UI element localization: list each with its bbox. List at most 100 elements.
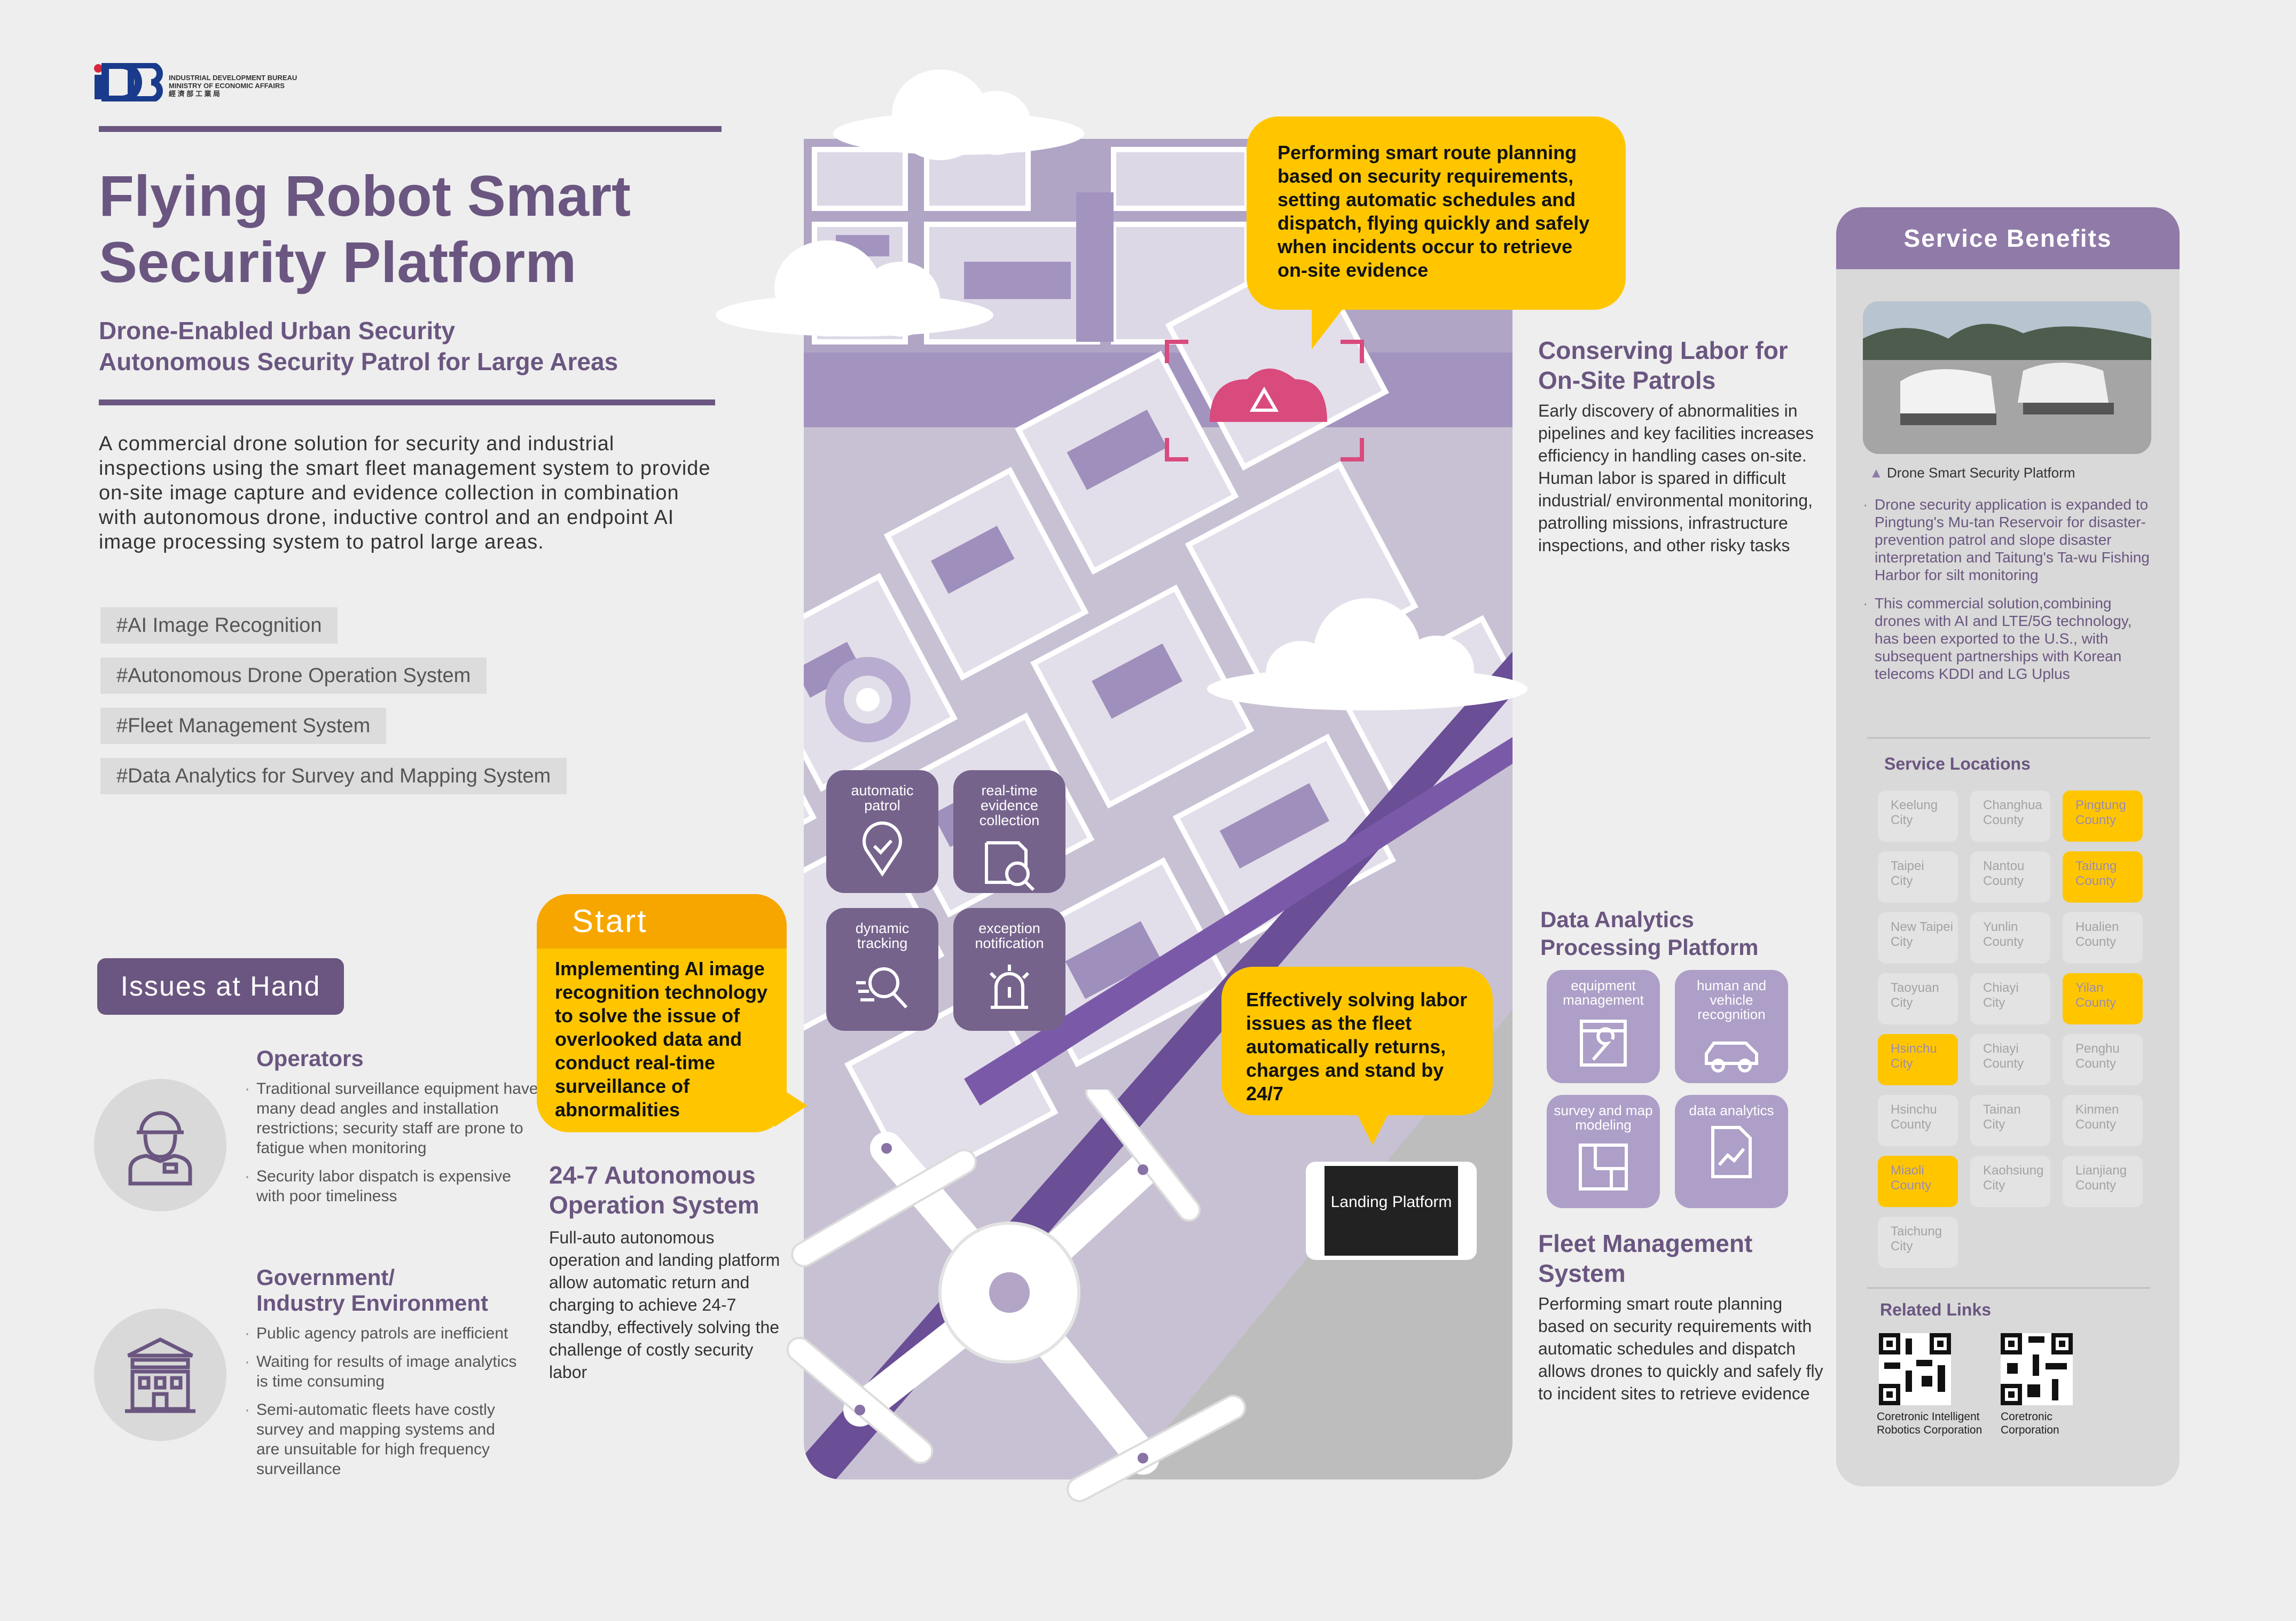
- location-name: Chiayi: [1983, 981, 2019, 995]
- feature-label: automatic patrol: [851, 782, 914, 813]
- mid-rule: [99, 400, 715, 405]
- fleet-heading-line-2: System: [1538, 1259, 1626, 1287]
- bubble-tail: [774, 1084, 808, 1127]
- location-name: Taichung: [1891, 1224, 1942, 1239]
- fleet-body: Performing smart route planning based on…: [1538, 1294, 1823, 1403]
- service-locations-heading: Service Locations: [1884, 754, 2031, 773]
- link-label-line-2: Corporation: [2001, 1424, 2059, 1436]
- benefit-bullet: Drone security application is expanded t…: [1863, 496, 2151, 584]
- location-name: Yunlin: [1983, 920, 2018, 934]
- alarm-siren-icon: [980, 958, 1039, 1017]
- operators-bullet: Traditional surveillance equipment have …: [245, 1079, 544, 1158]
- tag-fleet-management: #Fleet Management System: [100, 708, 387, 744]
- blueprint-icon: [1574, 1137, 1633, 1195]
- route-planning-bubble: Performing smart route planning based on…: [1247, 116, 1626, 310]
- location-name: Miaoli: [1891, 1163, 1924, 1178]
- tile-survey-map-modeling: survey and map modeling: [1547, 1095, 1660, 1208]
- autonomous-heading: 24-7 Autonomous Operation System: [549, 1160, 759, 1220]
- location-type: City: [1891, 813, 1913, 827]
- start-bubble: Start Implementing AI image recognition …: [537, 894, 787, 1132]
- data-analytics-heading-line-2: Processing Platform: [1540, 935, 1759, 960]
- location-name: Taoyuan: [1891, 981, 1939, 995]
- logo-line-2: MINISTRY OF ECONOMIC AFFAIRS: [169, 82, 285, 90]
- location-name: Hualien: [2075, 920, 2119, 934]
- feature-label: exception notification: [975, 920, 1044, 951]
- location-name: Nantou: [1983, 859, 2025, 873]
- start-label: Start: [537, 894, 787, 949]
- autonomous-heading-line-2: Operation System: [549, 1191, 759, 1219]
- page-title: Flying Robot Smart Security Platform: [99, 163, 713, 295]
- related-links-heading: Related Links: [1880, 1300, 1992, 1319]
- location-name: Taipei: [1891, 859, 1924, 873]
- location-type: County: [1891, 1178, 1932, 1193]
- feature-label: dynamic tracking: [855, 920, 910, 951]
- bubble-tail: [1312, 308, 1344, 349]
- location-name: Kinmen: [2075, 1102, 2119, 1117]
- location-name: Penghu: [2075, 1041, 2120, 1056]
- title-line-1: Flying Robot Smart: [99, 163, 631, 228]
- top-rule: [99, 126, 722, 132]
- location-name: Tainan: [1983, 1102, 2021, 1117]
- landing-platform-label: Landing Platform: [1330, 1193, 1452, 1211]
- fleet-heading-line-1: Fleet Management: [1538, 1230, 1753, 1257]
- location-type: County: [1983, 813, 2024, 827]
- location-type: County: [1983, 935, 2024, 949]
- cloud: [833, 69, 1084, 160]
- subtitle-line-1: Drone-Enabled Urban Security: [99, 317, 456, 344]
- photo-caption-text: Drone Smart Security Platform: [1886, 465, 2075, 481]
- qr-code-coretronic[interactable]: [2001, 1333, 2073, 1405]
- data-analytics-heading: Data Analytics Processing Platform: [1540, 906, 1758, 961]
- magnifier-motion-icon: [853, 958, 912, 1017]
- logo-line-1: INDUSTRIAL DEVELOPMENT BUREAU: [169, 74, 297, 82]
- page-subtitle: Drone-Enabled Urban Security Autonomous …: [99, 315, 618, 377]
- labor-bubble: Effectively solving labor issues as the …: [1221, 967, 1493, 1115]
- location-name: Chiayi: [1983, 1041, 2019, 1056]
- conserving-heading-line-2: On-Site Patrols: [1538, 366, 1716, 394]
- link-coretronic[interactable]: Coretronic Corporation: [2001, 1410, 2059, 1437]
- tag-autonomous-drone: #Autonomous Drone Operation System: [100, 657, 487, 694]
- qr-code-coretronic-robotics[interactable]: [1879, 1333, 1951, 1405]
- government-heading-line-1: Government/: [256, 1265, 395, 1290]
- title-line-2: Security Platform: [99, 230, 577, 294]
- document-magnifier-icon: [980, 835, 1039, 894]
- location-type: City: [1891, 935, 1913, 949]
- location-type: County: [2075, 996, 2117, 1010]
- tools-icon: [1574, 1012, 1633, 1070]
- cloud: [716, 235, 993, 336]
- data-analytics-heading-line-1: Data Analytics: [1540, 907, 1694, 932]
- benefits-bullets: Drone security application is expanded t…: [1863, 496, 2151, 683]
- benefit-bullet: This commercial solution,combining drone…: [1863, 594, 2151, 683]
- location-name: Hsinchu: [1891, 1102, 1937, 1117]
- operators-bullet: Security labor dispatch is expensive wit…: [245, 1166, 544, 1206]
- location-name: Lianjiang: [2075, 1163, 2127, 1178]
- tile-human-vehicle-recognition: human and vehicle recognition: [1675, 970, 1788, 1083]
- link-label-line-1: Coretronic Intelligent: [1877, 1411, 1980, 1423]
- cloud: [1207, 593, 1527, 710]
- subtitle-line-2: Autonomous Security Patrol for Large Are…: [99, 348, 618, 375]
- government-heading: Government/ Industry Environment: [256, 1265, 488, 1316]
- tile-label: equipment management: [1563, 977, 1644, 1008]
- location-name: Pingtung: [2075, 798, 2126, 812]
- location-type: County: [2075, 1178, 2117, 1193]
- feature-label: real-time evidence collection: [979, 782, 1040, 828]
- logo-line-3: 經 濟 部 工 業 局: [169, 90, 221, 98]
- location-type: City: [1891, 874, 1913, 888]
- tag-data-analytics: #Data Analytics for Survey and Mapping S…: [100, 758, 567, 794]
- link-coretronic-robotics[interactable]: Coretronic Intelligent Robotics Corporat…: [1877, 1410, 1982, 1437]
- operators-heading: Operators: [256, 1046, 364, 1071]
- location-type: City: [1983, 1117, 2005, 1132]
